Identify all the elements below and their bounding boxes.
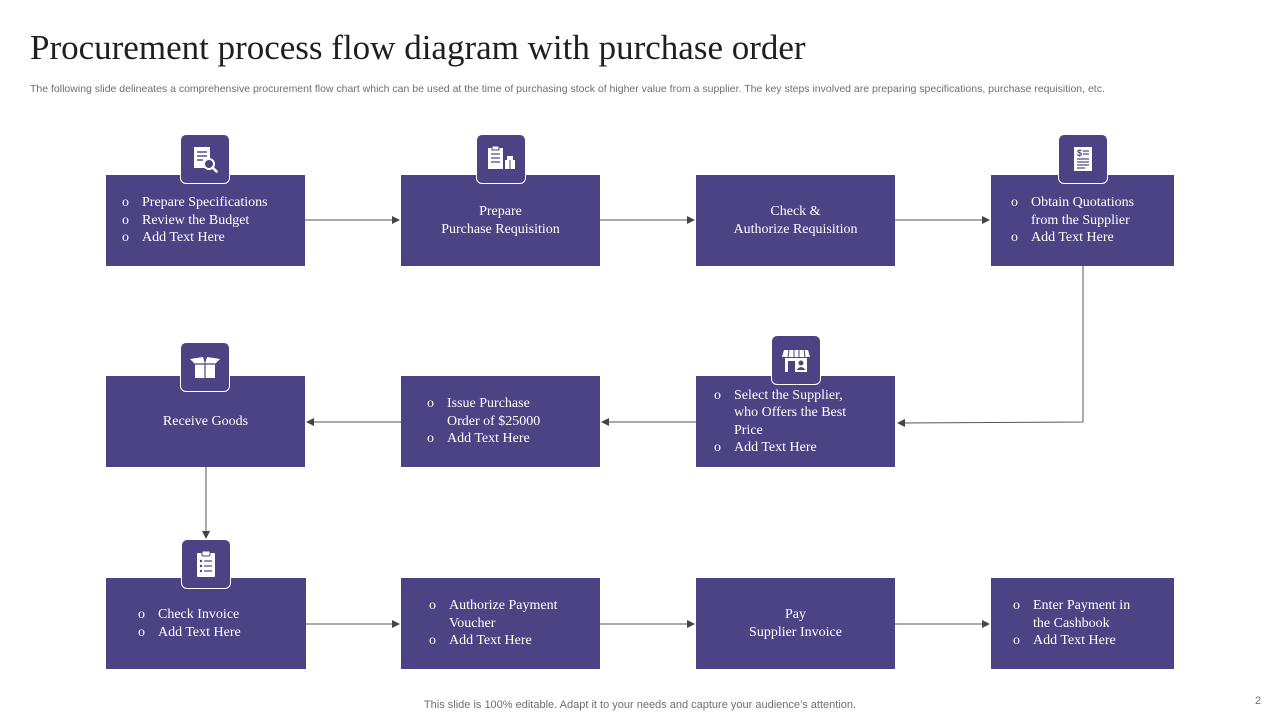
slide-subtitle: The following slide delineates a compreh… — [30, 83, 1105, 95]
step-bullet: Enter Payment in the Cashbook — [1013, 597, 1138, 632]
open-box-icon — [180, 342, 230, 392]
store-icon — [771, 335, 821, 385]
checklist-boxes-icon — [476, 134, 526, 184]
invoice-dollar-icon: $ — [1058, 134, 1108, 184]
step-line: Check & — [770, 204, 821, 219]
step-obtain-quotations: Obtain Quotations from the Supplier Add … — [991, 175, 1174, 266]
clipboard-list-icon — [181, 539, 231, 589]
step-line: Receive Goods — [162, 413, 249, 429]
step-bullet: Review the Budget — [122, 212, 268, 230]
step-check-authorize-requisition: Check & Authorize Requisition — [696, 175, 895, 266]
step-authorize-payment-voucher: Authorize Payment Voucher Add Text Here — [401, 578, 600, 669]
step-bullet: Add Text Here — [122, 229, 268, 247]
step-line: Authorize Requisition — [733, 221, 858, 237]
step-bullet: Authorize Payment Voucher — [429, 597, 559, 632]
step-prepare-specifications: Prepare Specifications Review the Budget… — [106, 175, 305, 266]
step-line: Purchase Requisition — [441, 221, 560, 237]
step-prepare-purchase-requisition: Prepare Purchase Requisition — [401, 175, 600, 266]
step-bullet: Add Text Here — [429, 632, 559, 650]
step-line: Pay — [784, 607, 806, 622]
step-bullet: Add Text Here — [1013, 632, 1138, 650]
step-bullet: Add Text Here — [714, 439, 859, 457]
step-bullet: Issue Purchase Order of $25000 — [427, 395, 557, 430]
step-check-invoice: Check Invoice Add Text Here — [106, 578, 306, 669]
document-search-icon — [180, 134, 230, 184]
step-bullet: Add Text Here — [1011, 229, 1151, 247]
step-bullet: Add Text Here — [427, 430, 557, 448]
step-bullet: Check Invoice — [138, 606, 241, 624]
step-bullet: Prepare Specifications — [122, 194, 268, 212]
step-line: Supplier Invoice — [749, 624, 842, 640]
step-line: Prepare — [479, 204, 522, 219]
step-bullet: Select the Supplier, who Offers the Best… — [714, 387, 859, 440]
step-pay-supplier-invoice: Pay Supplier Invoice — [696, 578, 895, 669]
slide-footer: This slide is 100% editable. Adapt it to… — [423, 699, 857, 711]
step-issue-purchase-order: Issue Purchase Order of $25000 Add Text … — [401, 376, 600, 467]
page-number: 2 — [1255, 695, 1262, 707]
step-bullet: Obtain Quotations from the Supplier — [1011, 194, 1151, 229]
arrow-s4-s5 — [897, 266, 1084, 427]
svg-text:$: $ — [1077, 148, 1082, 158]
step-enter-payment-cashbook: Enter Payment in the Cashbook Add Text H… — [991, 578, 1174, 669]
slide-title: Procurement process flow diagram with pu… — [30, 28, 806, 67]
step-select-supplier: Select the Supplier, who Offers the Best… — [696, 376, 895, 467]
step-bullet: Add Text Here — [138, 624, 241, 642]
